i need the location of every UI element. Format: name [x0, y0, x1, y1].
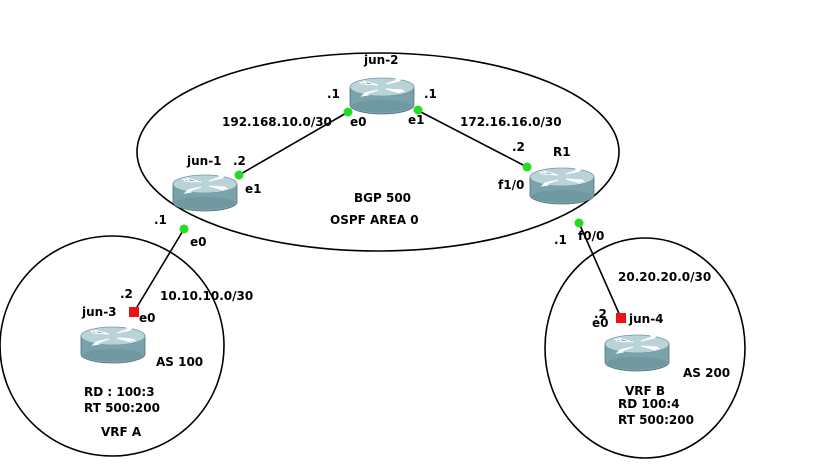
port-up-indicator[interactable] — [574, 218, 584, 228]
host-address-label: .2 — [120, 287, 133, 301]
router-label: jun-3 — [81, 305, 117, 319]
router-r1[interactable]: R1 — [529, 145, 595, 205]
port-up-indicator[interactable] — [179, 224, 189, 234]
router-jun-1[interactable]: jun-1 — [172, 154, 238, 212]
left-site-vrf-label: VRF A — [101, 425, 142, 439]
router-icon — [172, 174, 238, 212]
port-up-indicator[interactable] — [522, 162, 532, 172]
interface-label: e0 — [190, 235, 207, 249]
router-jun-3[interactable]: jun-3 — [80, 305, 146, 364]
router-label: jun-1 — [186, 154, 222, 168]
port-up-indicator[interactable] — [343, 107, 353, 117]
right-site-vrf-label: VRF B — [625, 384, 665, 398]
core-region-ellipse — [136, 52, 620, 252]
interface-label: e0 — [350, 115, 367, 129]
interface-label: f1/0 — [498, 178, 524, 192]
router-icon — [529, 167, 595, 205]
link-jun2-r1[interactable] — [416, 109, 528, 168]
subnet-label: 172.16.16.0/30 — [460, 115, 562, 129]
router-jun-4[interactable]: jun-4 — [604, 312, 670, 372]
left-site-rd-label: RD : 100:3 — [84, 385, 155, 399]
left-site-rt-label: RT 500:200 — [84, 401, 160, 415]
right-site-rt-label: RT 500:200 — [618, 413, 694, 427]
port-up-indicator[interactable] — [413, 105, 423, 115]
left-site-region-circle — [0, 235, 225, 457]
router-icon — [349, 77, 415, 115]
interface-label: e0 — [592, 316, 609, 330]
router-label: R1 — [553, 145, 571, 159]
host-address-label: .2 — [512, 140, 525, 154]
subnet-label: 192.168.10.0/30 — [222, 115, 332, 129]
router-label: jun-2 — [363, 53, 399, 67]
host-address-label: .2 — [594, 307, 607, 321]
right-site-as-label: AS 200 — [683, 366, 730, 380]
interface-label: f0/0 — [578, 229, 604, 243]
subnet-label: 20.20.20.0/30 — [618, 270, 711, 284]
link-jun1-jun3[interactable] — [133, 228, 185, 313]
right-site-rd-label: RD 100:4 — [618, 397, 680, 411]
subnet-label: 10.10.10.0/30 — [160, 289, 253, 303]
port-down-indicator[interactable] — [129, 307, 139, 317]
router-icon — [80, 326, 146, 364]
router-label: jun-4 — [628, 312, 664, 326]
port-markers — [129, 105, 626, 323]
host-address-label: .1 — [327, 87, 340, 101]
links — [133, 109, 622, 319]
host-address-label: .1 — [154, 213, 167, 227]
core-bgp-label: BGP 500 — [354, 191, 411, 205]
link-r1-jun4[interactable] — [578, 222, 622, 319]
link-jun2-jun1[interactable] — [238, 111, 349, 176]
port-up-indicator[interactable] — [234, 170, 244, 180]
router-icon — [604, 334, 670, 372]
port-down-indicator[interactable] — [616, 313, 626, 323]
interface-label: e0 — [139, 311, 156, 325]
interface-label: e1 — [245, 182, 262, 196]
interface-label: e1 — [408, 113, 425, 127]
router-jun-2[interactable]: jun-2 — [349, 53, 415, 115]
left-site-as-label: AS 100 — [156, 355, 203, 369]
host-address-label: .1 — [424, 87, 437, 101]
host-address-label: .2 — [233, 154, 246, 168]
core-ospf-label: OSPF AREA 0 — [330, 213, 419, 227]
right-site-region-circle — [544, 237, 746, 459]
host-address-label: .1 — [554, 233, 567, 247]
